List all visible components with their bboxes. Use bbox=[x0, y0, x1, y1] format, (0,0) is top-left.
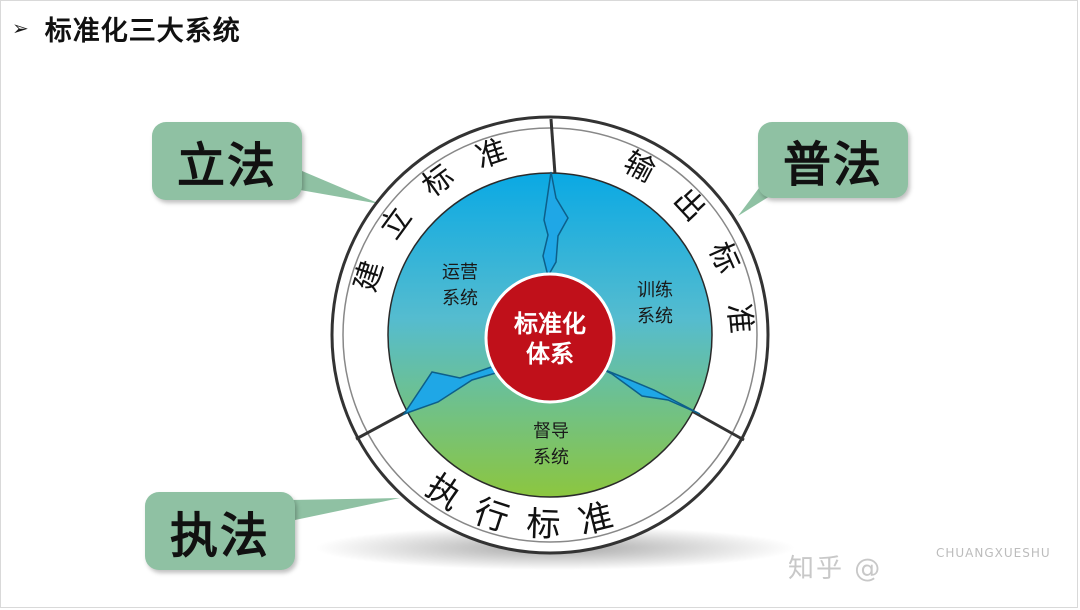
supervision-label-line2: 系统 bbox=[533, 447, 569, 468]
operation-label-line1: 运营 bbox=[442, 262, 478, 283]
tag-legislation: 立法 bbox=[152, 122, 302, 200]
title-text: 标准化三大系统 bbox=[44, 15, 241, 47]
training-label-line2: 系统 bbox=[637, 306, 673, 327]
supervision-label-line1: 督导 bbox=[533, 421, 569, 442]
callout-pointer-zhifa bbox=[290, 498, 400, 520]
operation-label-line2: 系统 bbox=[442, 288, 478, 309]
center-label-line2: 体系 bbox=[526, 340, 574, 368]
ring-divider-left bbox=[355, 408, 411, 441]
arrow-top bbox=[542, 171, 569, 278]
tag-popularization: 普法 bbox=[758, 122, 908, 198]
center-label-line1: 标准化 bbox=[514, 310, 586, 338]
training-label-line1: 训练 bbox=[637, 280, 673, 301]
center-circle bbox=[484, 272, 616, 404]
callout-pointer-lifa bbox=[295, 168, 380, 204]
bullet-arrow-icon: ➢ bbox=[12, 16, 29, 40]
ring-output-char: 准 bbox=[721, 302, 758, 335]
watermark-text: 知乎 @ bbox=[788, 554, 883, 584]
watermark-small: CHUANGXUESHU bbox=[936, 546, 1051, 560]
slide-title: ➢ 标准化三大系统 bbox=[12, 8, 241, 48]
outer-ring-inner-edge bbox=[342, 127, 758, 543]
arrow-right bbox=[599, 367, 701, 415]
tag-enforcement: 执法 bbox=[145, 492, 295, 570]
ring-divider-right bbox=[689, 408, 745, 442]
ring-execute-char: 标 bbox=[526, 504, 561, 545]
